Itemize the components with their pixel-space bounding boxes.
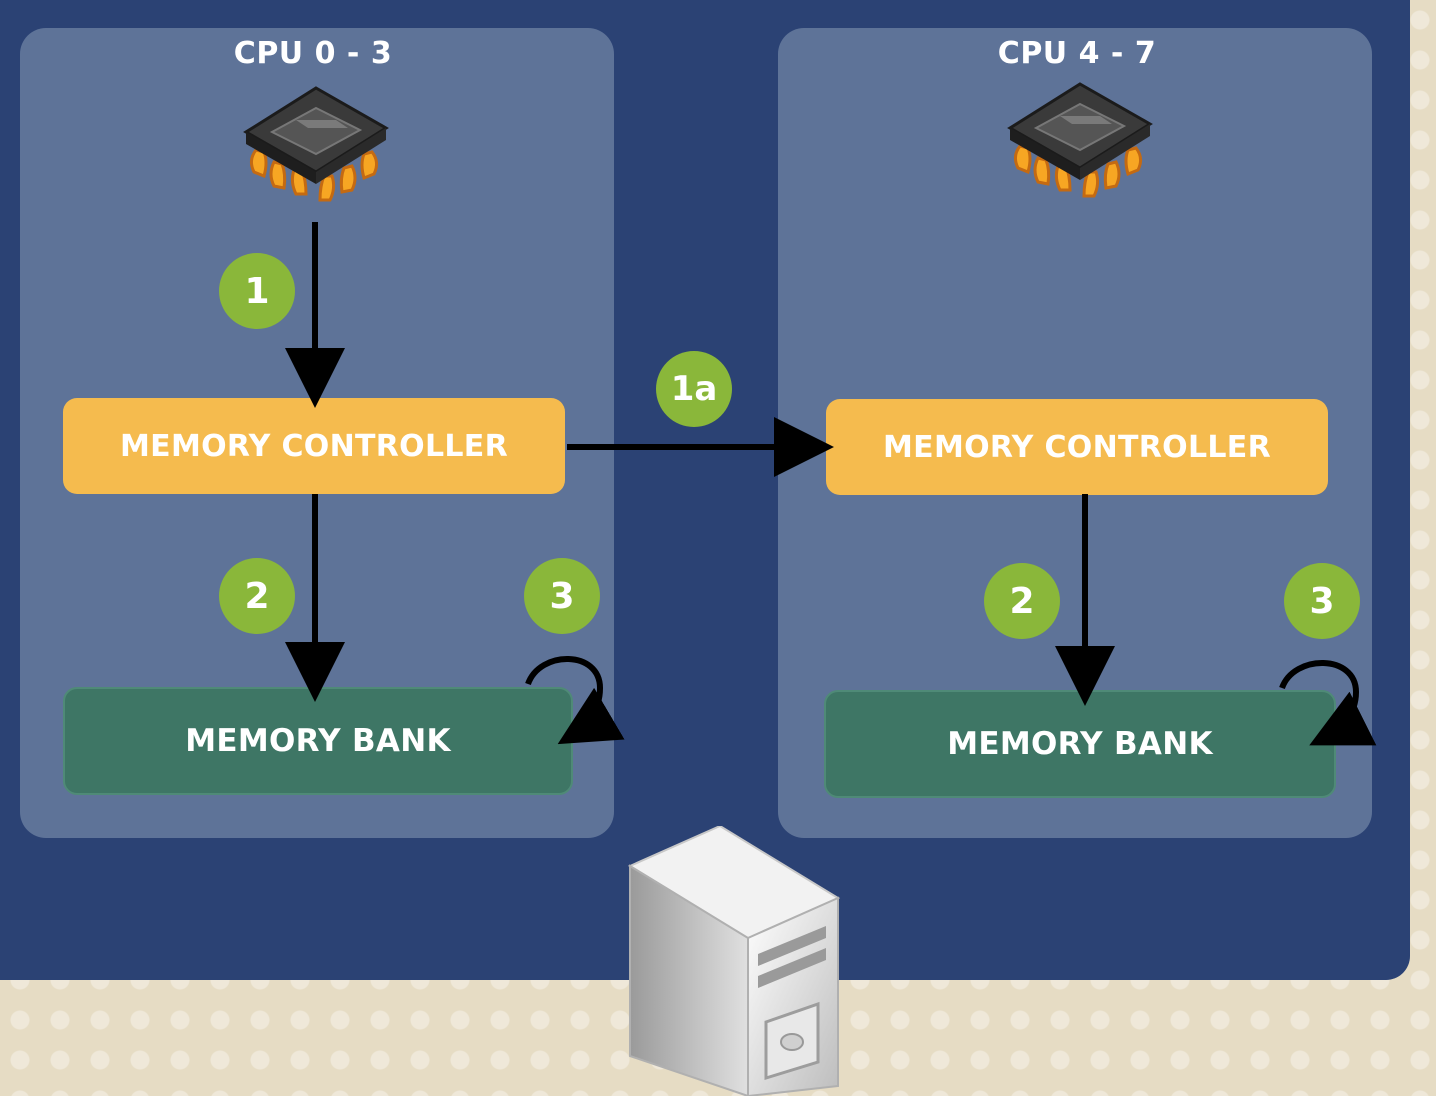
cpu-label-left: CPU 0 - 3 bbox=[233, 36, 393, 71]
loop-arrow-right bbox=[1279, 660, 1377, 746]
step-badge-3-left: 3 bbox=[524, 558, 600, 634]
loop-arrow-left bbox=[525, 656, 625, 745]
server-tower-icon bbox=[627, 826, 841, 1096]
cpu-chip-icon bbox=[1007, 82, 1153, 198]
step-badge-3-right: 3 bbox=[1284, 563, 1360, 639]
memory-bank-left: MEMORY BANK bbox=[63, 687, 573, 795]
step-badge-1: 1 bbox=[219, 253, 295, 329]
memory-bank-right: MEMORY BANK bbox=[824, 690, 1336, 798]
memory-controller-left: MEMORY CONTROLLER bbox=[63, 398, 565, 494]
step-badge-2-right: 2 bbox=[984, 563, 1060, 639]
cpu-label-right: CPU 4 - 7 bbox=[997, 36, 1157, 71]
cpu-chip-icon bbox=[243, 86, 389, 202]
step-badge-2-left: 2 bbox=[219, 558, 295, 634]
step-badge-1a: 1a bbox=[656, 351, 732, 427]
memory-controller-right: MEMORY CONTROLLER bbox=[826, 399, 1328, 495]
